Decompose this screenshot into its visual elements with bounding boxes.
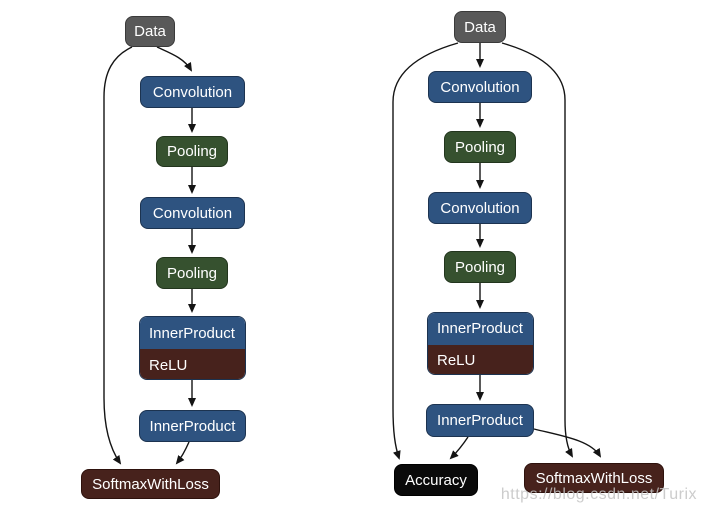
left-node-innerproduct-relu: InnerProduct ReLU [139,316,246,380]
edge-left-ip2-loss [175,441,190,465]
edge-right-data-accuracy [392,42,459,460]
right-node-accuracy: Accuracy [394,464,478,496]
left-node-pooling-2: Pooling [156,257,228,289]
right-node-data: Data [454,11,506,43]
edge-right-ip2-loss [533,428,602,458]
edge-left-data-conv1 [156,46,193,72]
right-node-convolution-2: Convolution [428,192,532,224]
left-node-innerproduct-1: InnerProduct [140,317,245,349]
right-node-innerproduct-1: InnerProduct [428,313,533,345]
right-node-softmaxwithloss: SoftmaxWithLoss [524,463,664,493]
left-node-convolution-1: Convolution [140,76,245,108]
right-node-innerproduct-2: InnerProduct [426,404,534,437]
left-node-convolution-2: Convolution [140,197,245,229]
edge-right-ip2-accuracy [449,436,469,460]
left-node-relu: ReLU [140,349,245,379]
right-node-relu: ReLU [428,344,533,374]
left-node-data: Data [125,16,175,47]
csdn-watermark: https://blog.csdn.net/Turix [500,486,697,503]
right-node-convolution-1: Convolution [428,71,532,103]
right-node-innerproduct-relu: InnerProduct ReLU [427,312,534,375]
edge-left-data-loss [103,46,133,465]
left-node-pooling-1: Pooling [156,136,228,167]
right-node-pooling-1: Pooling [444,131,516,163]
right-node-pooling-2: Pooling [444,251,516,283]
left-node-softmaxwithloss: SoftmaxWithLoss [81,469,220,499]
left-node-innerproduct-2: InnerProduct [139,410,246,442]
edge-right-data-loss [501,42,573,458]
